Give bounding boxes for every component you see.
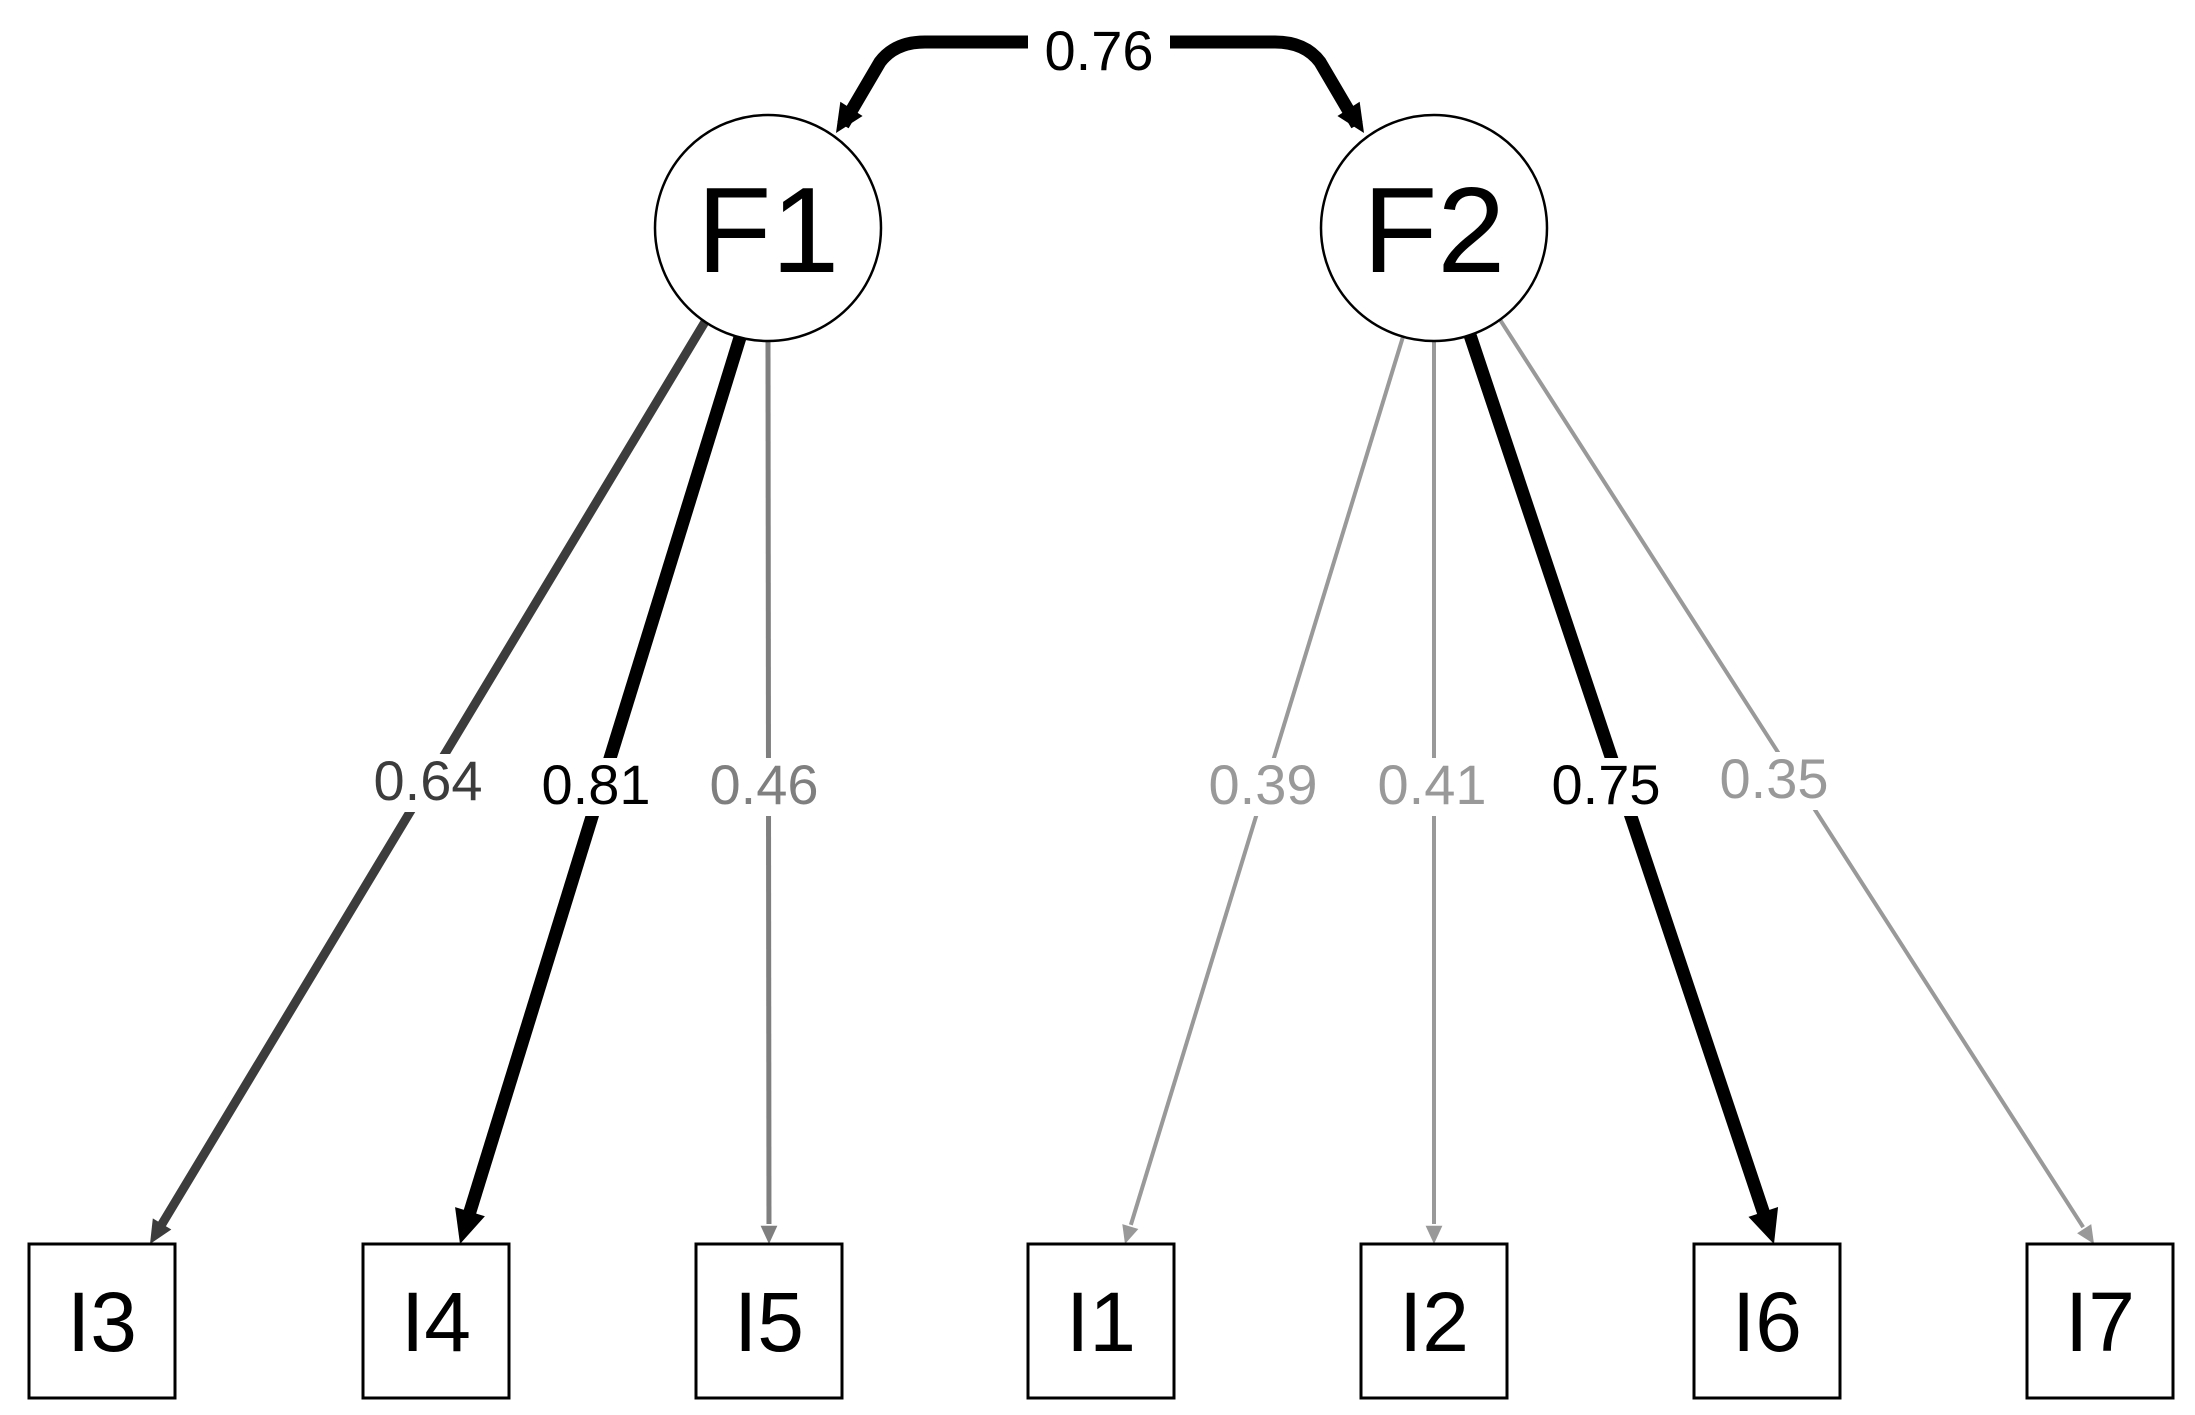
loading-label-f2-i1: 0.39 [1209,753,1318,816]
loading-arrowhead-f2-i2 [1425,1225,1443,1244]
loading-label-f1-i5: 0.46 [710,753,819,816]
loading-label-bg-f2-i7 [1708,752,1840,810]
covariance-arrowhead-f2 [1337,101,1364,133]
factor-node-f1 [653,113,883,343]
loading-label-f2-i2: 0.41 [1378,753,1487,816]
factor-label-f2: F2 [1363,162,1505,298]
indicator-label-i7: I7 [2065,1275,2135,1369]
covariance-label-bg [1028,16,1170,74]
loading-label-bg-f2-i2 [1366,758,1498,816]
factor-node-f2 [1319,113,1549,343]
loading-arrowhead-f1-i4 [455,1207,485,1244]
loading-arrowhead-f2-i1 [1122,1224,1139,1244]
loading-label-bg-f1-i3 [362,754,494,812]
loading-label-f1-i4: 0.81 [542,753,651,816]
indicator-label-i1: I1 [1066,1275,1136,1369]
indicator-box-i1 [1026,1242,1176,1400]
indicator-label-i4: I4 [401,1275,471,1369]
loading-arrowhead-f2-i7 [2077,1224,2094,1244]
loading-arrowhead-f1-i3 [150,1218,172,1244]
loading-label-bg-f2-i6 [1540,758,1672,816]
edge-labels-layer: 0.76 0.64 0.81 0.46 0.39 0.41 0.75 0.35 [362,16,1840,816]
loading-arrowhead-f2-i6 [1748,1206,1779,1244]
indicator-box-i2 [1359,1242,1509,1400]
indicator-label-i6: I6 [1732,1275,1802,1369]
indicator-box-i4 [361,1242,511,1400]
loading-label-bg-f1-i5 [698,758,830,816]
loading-label-f2-i7: 0.35 [1720,747,1829,810]
indicator-label-i3: I3 [67,1275,137,1369]
indicator-label-i2: I2 [1399,1275,1469,1369]
covariance-arrowhead-f1 [836,101,863,133]
indicator-box-i7 [2025,1242,2175,1400]
loading-label-bg-f1-i4 [530,758,662,816]
edges-layer [150,35,2094,1244]
loading-label-f1-i3: 0.64 [374,749,483,812]
covariance-label: 0.76 [1045,19,1154,82]
loading-label-f2-i6: 0.75 [1552,753,1661,816]
indicator-label-i5: I5 [734,1275,804,1369]
loading-label-bg-f2-i1 [1197,758,1329,816]
indicator-box-i6 [1692,1242,1842,1400]
loading-arrowhead-f1-i5 [760,1225,778,1244]
indicator-box-i3 [27,1242,177,1400]
factor-label-f1: F1 [697,162,839,298]
indicator-box-i5 [694,1242,844,1400]
